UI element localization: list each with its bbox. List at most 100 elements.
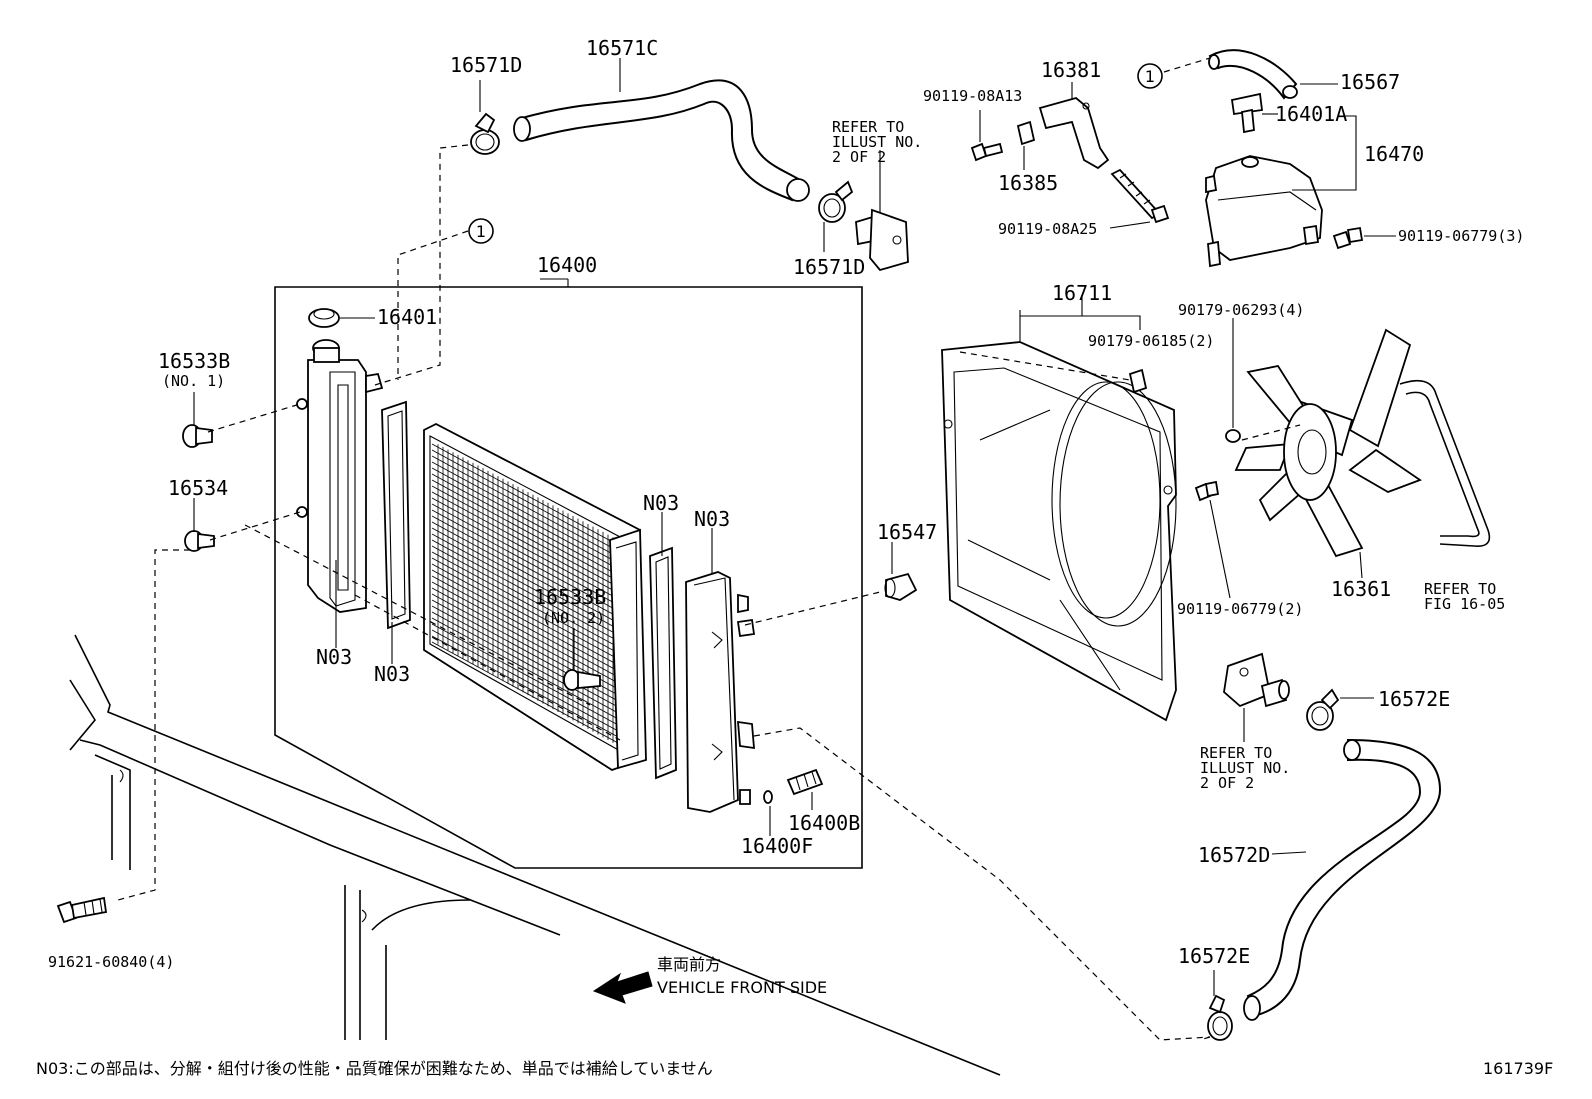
core-tube bbox=[431, 479, 621, 583]
bolt-90119-08A13 bbox=[970, 110, 1004, 162]
label-16400B: 16400B bbox=[788, 811, 860, 835]
overflow-hose-16567 bbox=[1208, 49, 1338, 100]
svg-text:1: 1 bbox=[1145, 67, 1155, 86]
label-n03-right-gasket: N03 bbox=[643, 491, 679, 515]
label-16567: 16567 bbox=[1340, 70, 1400, 94]
label-16381: 16381 bbox=[1041, 58, 1101, 82]
dashed-leaders bbox=[117, 144, 1211, 1041]
drain-cock-16400B bbox=[763, 768, 824, 804]
label-90119-06779-2: 90119-06779(2) bbox=[1177, 600, 1303, 618]
water-inlet bbox=[1223, 652, 1290, 742]
radiator-left-tank bbox=[296, 339, 384, 613]
label-n03-right-tank: N03 bbox=[694, 507, 730, 531]
label-16533B-no1: 16533B bbox=[158, 349, 230, 373]
label-16571D-bottom: 16571D bbox=[793, 255, 865, 279]
label-16400: 16400 bbox=[537, 253, 597, 277]
core-tube bbox=[431, 491, 621, 595]
footer-code: 161739F bbox=[1483, 1059, 1553, 1078]
core-tube bbox=[431, 443, 621, 547]
core-tube bbox=[431, 563, 621, 667]
bolt-90119-06779-3 bbox=[1332, 226, 1396, 250]
label-16533B-no1-note: (NO. 1) bbox=[162, 372, 225, 390]
fan-shroud-16711 bbox=[941, 296, 1177, 722]
core-tube bbox=[431, 605, 621, 709]
svg-text:2 OF 2: 2 OF 2 bbox=[1200, 774, 1254, 792]
drain-plug-16547 bbox=[884, 572, 918, 601]
core-tube bbox=[431, 521, 621, 625]
upper-hose-16571C bbox=[513, 58, 810, 202]
label-leaders bbox=[193, 392, 893, 836]
label-16401A: 16401A bbox=[1275, 102, 1347, 126]
thermostat-outlet bbox=[855, 150, 909, 272]
core-tube bbox=[431, 569, 621, 673]
svg-text:FIG 16-05: FIG 16-05 bbox=[1424, 595, 1505, 613]
core-tube bbox=[431, 557, 621, 661]
direction-jp: 車両前方 bbox=[657, 955, 721, 974]
svg-text:REFER TO: REFER TO bbox=[832, 118, 904, 136]
hose-clamp-16571D-bottom bbox=[818, 180, 854, 252]
svg-text:2 OF 2: 2 OF 2 bbox=[832, 148, 886, 166]
marker-1-leader-top bbox=[1163, 57, 1211, 73]
core-tube bbox=[431, 533, 621, 637]
footer-note: N03:この部品は、分解・組付け後の性能・品質確保が困難なため、単品では補給して… bbox=[36, 1059, 713, 1078]
marker-1-radiator: 1 bbox=[468, 218, 494, 244]
core-tube bbox=[431, 551, 621, 655]
core-tube bbox=[431, 485, 621, 589]
radiator-right-tank bbox=[685, 571, 756, 813]
radiator-assembly-box bbox=[274, 278, 863, 869]
radiator-cap bbox=[308, 308, 375, 328]
label-16385: 16385 bbox=[998, 171, 1058, 195]
core-tube bbox=[431, 575, 621, 679]
label-16572E-top: 16572E bbox=[1378, 687, 1450, 711]
label-16572D: 16572D bbox=[1198, 843, 1270, 867]
core-tube bbox=[431, 467, 621, 571]
label-90179-06293: 90179-06293(4) bbox=[1178, 301, 1304, 319]
direction-en: VEHICLE FRONT SIDE bbox=[657, 978, 827, 997]
core-tube bbox=[431, 497, 621, 601]
svg-text:ILLUST NO.: ILLUST NO. bbox=[1200, 759, 1290, 777]
bolt-16533B-no1 bbox=[182, 424, 213, 448]
cooling-fan-16361 bbox=[1234, 328, 1422, 579]
label-n03-left-gasket: N03 bbox=[374, 662, 410, 686]
label-16401: 16401 bbox=[377, 305, 437, 329]
label-91621-60840: 91621-60840(4) bbox=[48, 953, 174, 971]
label-16572E-bottom: 16572E bbox=[1178, 944, 1250, 968]
refer-illust-top: REFER TO ILLUST NO. 2 OF 2 bbox=[832, 118, 922, 166]
nut-90179-06293 bbox=[1225, 318, 1241, 443]
vehicle-front-arrow-icon bbox=[592, 971, 653, 1004]
reserve-tank-16470 bbox=[1205, 115, 1357, 268]
label-16470: 16470 bbox=[1364, 142, 1424, 166]
core-tube bbox=[431, 455, 621, 559]
refer-fig: REFER TO FIG 16-05 bbox=[1424, 580, 1505, 613]
label-n03-left-tank: N03 bbox=[316, 645, 352, 669]
marker-1-top: 1 bbox=[1137, 63, 1163, 89]
core-tube bbox=[431, 587, 621, 691]
label-16571C: 16571C bbox=[586, 36, 658, 60]
core-tube bbox=[431, 641, 621, 745]
core-tube bbox=[431, 635, 621, 739]
bolt-90119-08A25 bbox=[1109, 168, 1170, 229]
label-16400F: 16400F bbox=[741, 834, 813, 858]
bolt-91621-60840 bbox=[56, 896, 108, 924]
lower-hose-16572D bbox=[1243, 738, 1442, 1021]
core-tube bbox=[431, 527, 621, 631]
left-tank-gasket bbox=[381, 400, 411, 630]
hose-clamp-16571D-top bbox=[470, 80, 500, 155]
label-16533B-no2-note: (NO. 2) bbox=[542, 609, 605, 627]
core-tube bbox=[431, 617, 621, 721]
refer-illust-bottom: REFER TO ILLUST NO. 2 OF 2 bbox=[1200, 744, 1290, 792]
core-tube bbox=[431, 611, 621, 715]
core-tube bbox=[431, 539, 621, 643]
svg-text:1: 1 bbox=[476, 222, 486, 241]
drive-belt bbox=[1399, 379, 1491, 547]
core-tube bbox=[431, 515, 621, 619]
core-tube bbox=[431, 461, 621, 565]
part-labels: 16571D 16571C 16571D 16400 16401 16533B … bbox=[48, 36, 1524, 971]
clip-16385 bbox=[1016, 120, 1036, 170]
bolt-90119-06779-2 bbox=[1194, 480, 1231, 599]
hose-clamp-16572E-top bbox=[1306, 688, 1374, 731]
label-16361: 16361 bbox=[1331, 577, 1391, 601]
label-90179-06185: 90179-06185(2) bbox=[1088, 332, 1214, 350]
label-16533B-no2: 16533B bbox=[534, 585, 606, 609]
